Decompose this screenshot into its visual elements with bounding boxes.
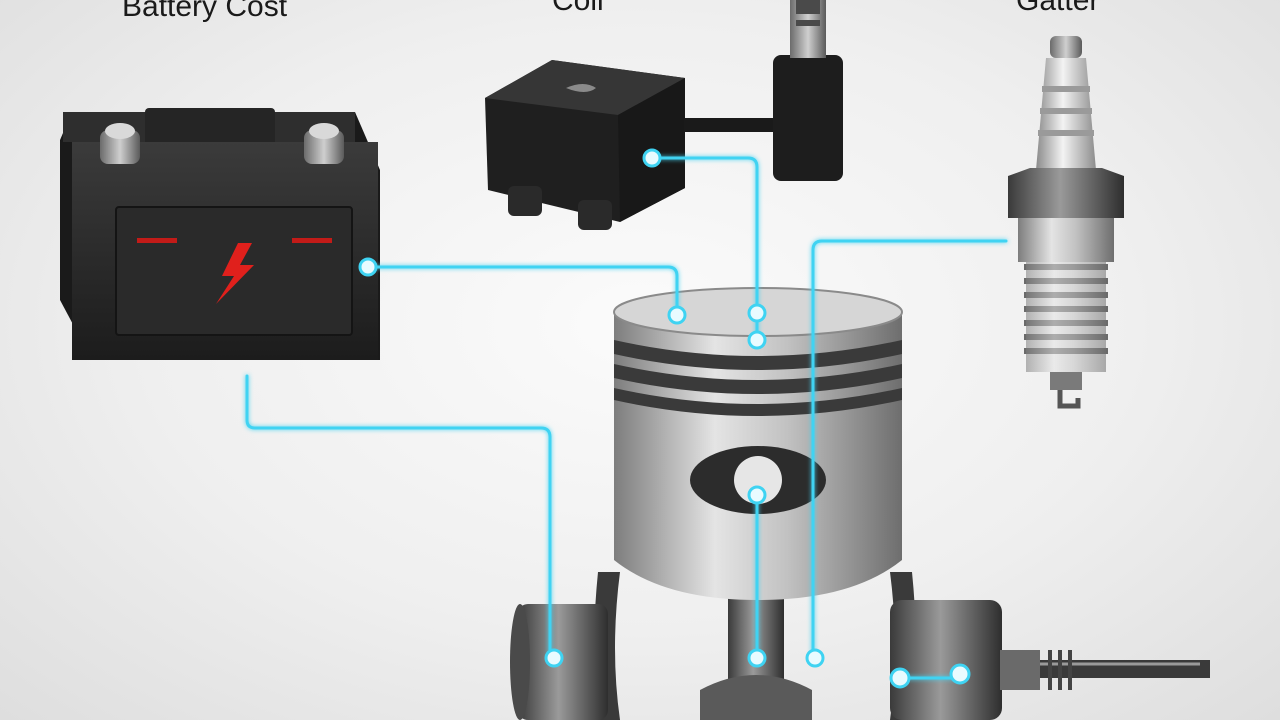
battery-terminal-positive [304, 123, 344, 164]
coil-label: Coil [552, 0, 604, 17]
lightning-bolt-icon [216, 243, 254, 304]
node-crank-right [889, 667, 911, 689]
plus-marker [292, 238, 332, 243]
spark-plug-icon [1008, 36, 1124, 409]
spark-plug-label: Gatter [1016, 0, 1100, 17]
node-battery [358, 257, 378, 277]
node-piston-ring [747, 330, 767, 350]
wire-coil-to-piston [650, 156, 759, 315]
wiring-traces [245, 156, 1008, 680]
wire-plug-to-crank [811, 239, 1008, 660]
wire-battery-to-piston [366, 265, 679, 317]
node-output [949, 663, 971, 685]
battery-icon [60, 108, 380, 360]
ignition-coil-icon [485, 0, 843, 230]
wiring-nodes [358, 148, 971, 689]
battery-terminal-negative [100, 123, 140, 164]
minus-marker [137, 238, 177, 243]
node-crank-left [544, 648, 564, 668]
node-coil [642, 148, 662, 168]
node-rod [747, 648, 767, 668]
wire-battery-to-crank [245, 374, 552, 660]
node-piston-top [747, 303, 767, 323]
node-piston-pin [747, 485, 767, 505]
crankshaft-icon [510, 572, 1210, 720]
node-plug-return [805, 648, 825, 668]
node-piston-left [667, 305, 687, 325]
battery-label: Battery Cost [122, 0, 288, 23]
